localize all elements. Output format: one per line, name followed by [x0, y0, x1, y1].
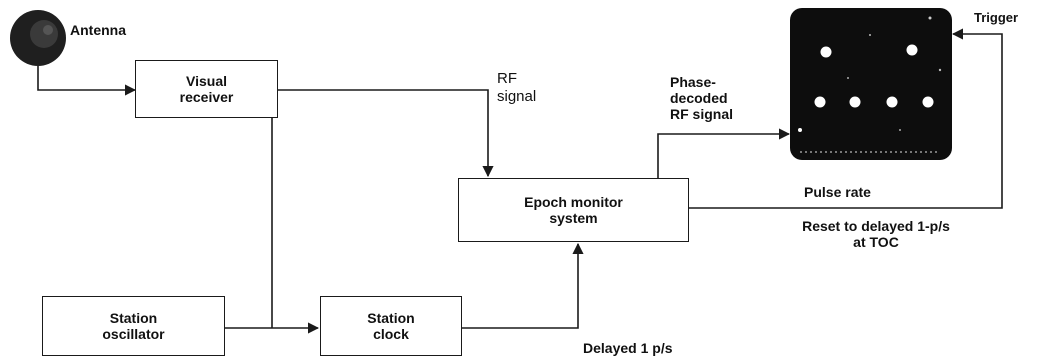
- visual-receiver-line1: Visual: [186, 73, 227, 89]
- reset-line1: Reset to delayed 1-p/s: [786, 218, 966, 234]
- visual-receiver-block: Visual receiver: [135, 60, 278, 118]
- phase-decoded-line3: RF signal: [670, 106, 733, 122]
- scope-pulse-dot: [850, 97, 861, 108]
- oscilloscope-display: [790, 8, 952, 160]
- reset-label: Reset to delayed 1-p/s at TOC: [786, 218, 966, 250]
- rf-signal-line2: signal: [497, 88, 536, 106]
- phase-decoded-label: Phase- decoded RF signal: [670, 74, 733, 122]
- pulse-rate-label: Pulse rate: [804, 184, 871, 200]
- delayed-pps-label: Delayed 1 p/s: [583, 340, 673, 356]
- epoch-monitor-line1: Epoch monitor: [524, 194, 623, 210]
- station-clock-block: Station clock: [320, 296, 462, 356]
- antenna-label: Antenna: [70, 22, 126, 38]
- phase-decoded-line: [658, 134, 789, 178]
- rf-signal-label: RF signal: [497, 70, 536, 106]
- trigger-label: Trigger: [974, 10, 1018, 26]
- scope-pulse-dot: [923, 97, 934, 108]
- scope-pulse-dot: [821, 47, 832, 58]
- phase-decoded-line2: decoded: [670, 90, 733, 106]
- visual-receiver-line2: receiver: [180, 89, 234, 105]
- scope-pulse-dot: [907, 45, 918, 56]
- antenna-icon: [10, 10, 66, 66]
- station-clock-line1: Station: [367, 310, 414, 326]
- station-oscillator-block: Station oscillator: [42, 296, 225, 356]
- phase-decoded-line1: Phase-: [670, 74, 733, 90]
- scope-pulse-dot: [815, 97, 826, 108]
- antenna-to-receiver-line: [38, 66, 135, 90]
- reset-line2: at TOC: [786, 234, 966, 250]
- scope-pulse-dot: [887, 97, 898, 108]
- delayed-pps-line: [462, 244, 578, 328]
- epoch-monitor-line2: system: [549, 210, 597, 226]
- rf-signal-line: [278, 90, 488, 176]
- station-clock-line2: clock: [373, 326, 409, 342]
- epoch-monitor-block: Epoch monitor system: [458, 178, 689, 242]
- station-oscillator-line1: Station: [110, 310, 157, 326]
- rf-signal-line1: RF: [497, 70, 536, 88]
- station-oscillator-line2: oscillator: [102, 326, 164, 342]
